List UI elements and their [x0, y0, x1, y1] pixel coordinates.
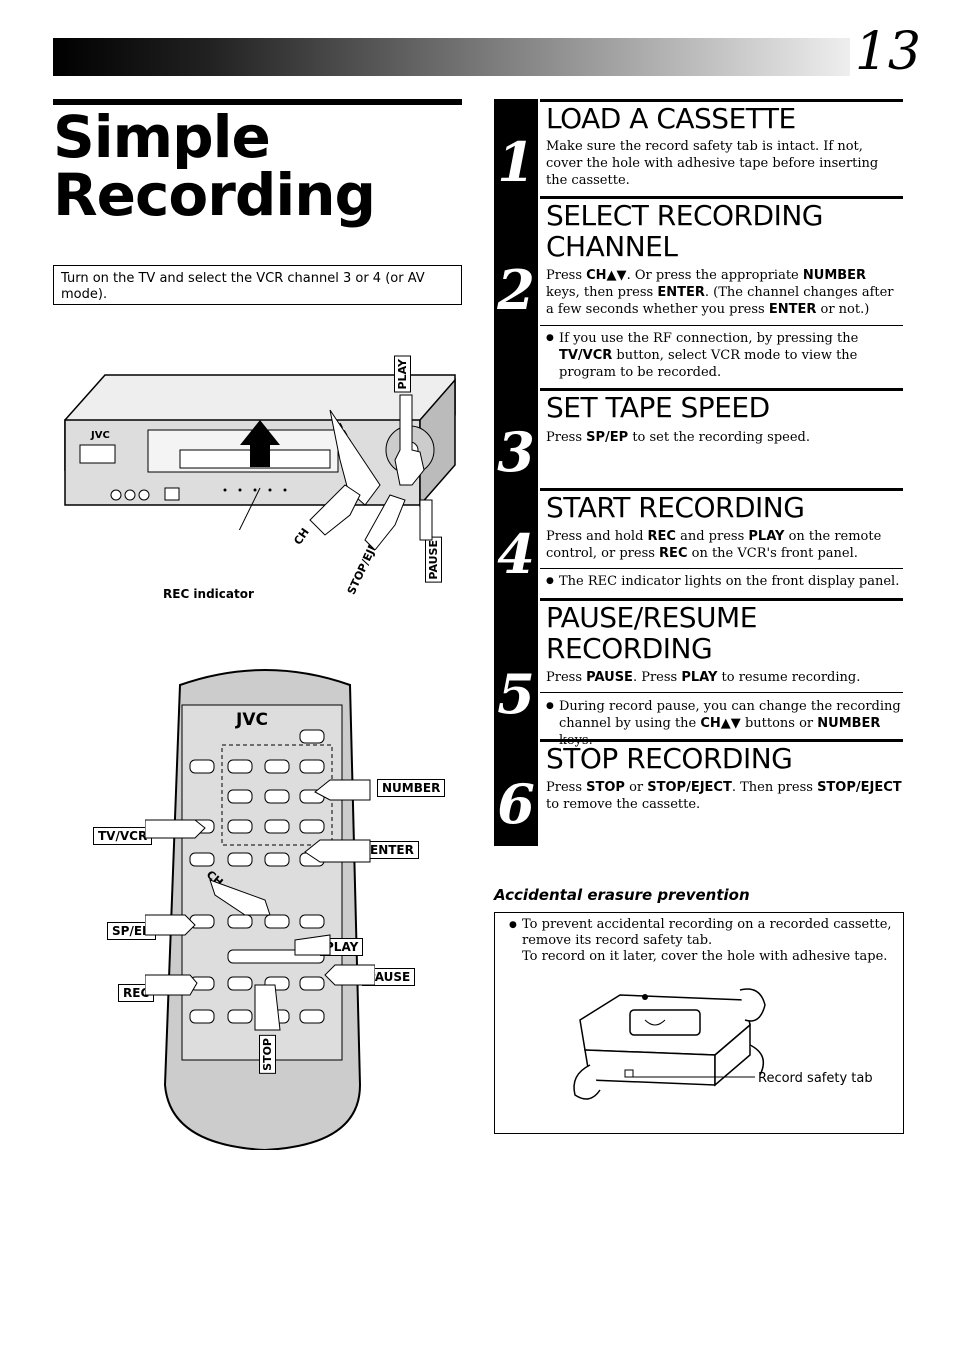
step-1-number: 1 [497, 130, 535, 194]
step-2-body: Press CH▲▼. Or press the appropriate NUM… [546, 268, 894, 317]
accidental-erasure-line-2: To record on it later, cover the hole wi… [522, 949, 888, 964]
vcr-hands [309, 394, 433, 550]
record-safety-tab-label: Record safety tab [758, 1071, 873, 1086]
step-4-note: The REC indicator lights on the front di… [546, 573, 902, 590]
step-5-title-line-1: PAUSE/RESUME [546, 601, 757, 634]
step-4-number: 4 [497, 522, 535, 586]
cassette-illustration [573, 988, 766, 1100]
accidental-erasure-line-1: To prevent accidental recording on a rec… [522, 917, 892, 948]
step-5-body: Press PAUSE. Press PLAY to resume record… [546, 670, 861, 685]
title-line-2: Recording [53, 161, 376, 229]
step-2-rule [540, 196, 903, 199]
remote-number-label: NUMBER [377, 779, 446, 797]
step-2-title-line-1: SELECT RECORDING [546, 199, 823, 232]
step-1-rule [540, 99, 903, 102]
step-4-note-rule [540, 568, 903, 569]
rec-indicator-label: REC indicator [163, 587, 254, 601]
step-5-title: PAUSE/RESUME RECORDING [546, 602, 757, 664]
step-3-body: Press SP/EP to set the recording speed. [546, 430, 811, 445]
step-4-body: Press and hold REC and press PLAY on the… [546, 529, 882, 561]
page-title: Simple Recording [53, 103, 376, 229]
page-number: 13 [854, 22, 921, 82]
accidental-erasure-box [494, 912, 904, 1134]
remote-hands [145, 779, 375, 1031]
step-6-body: Press STOP or STOP/EJECT. Then press STO… [546, 780, 902, 812]
step-1-title: LOAD A CASSETTE [546, 102, 796, 135]
steps-number-column [494, 99, 538, 846]
step-2-note-rule [540, 325, 903, 326]
remote-sp-ep-label: SP/EP [107, 922, 156, 940]
title-rule [53, 99, 462, 105]
remote-brand-logo: JVC [236, 710, 268, 730]
remote-pause-label: PAUSE [362, 968, 416, 986]
intro-note: Turn on the TV and select the VCR channe… [53, 265, 462, 305]
remote-stop-label: STOP [259, 1035, 276, 1074]
step-6-title: STOP RECORDING [546, 742, 793, 775]
step-5-note: During record pause, you can change the … [546, 698, 902, 749]
step-4-rule [540, 488, 903, 491]
step-5-note-rule [540, 692, 903, 693]
remote-enter-label: ENTER [365, 841, 419, 859]
step-6-number: 6 [497, 772, 535, 836]
remote-play-label: PLAY [320, 938, 364, 956]
accidental-erasure-title: Accidental erasure prevention [494, 886, 750, 904]
vcr-play-label: PLAY [394, 356, 411, 393]
step-2-title: SELECT RECORDING CHANNEL [546, 200, 823, 262]
step-3-title: SET TAPE SPEED [546, 391, 770, 424]
step-6-rule [540, 739, 903, 742]
step-4-title: START RECORDING [546, 491, 805, 524]
step-3-rule [540, 388, 903, 391]
step-2-note: If you use the RF connection, by pressin… [546, 330, 902, 381]
vcr-brand-logo: JVC [91, 430, 110, 441]
step-3-number: 3 [497, 420, 535, 484]
step-5-title-line-2: RECORDING [546, 632, 713, 665]
step-5-number: 5 [497, 662, 535, 726]
step-5-rule [540, 598, 903, 601]
remote-tv-vcr-label: TV/VCR [93, 827, 153, 845]
step-2-title-line-2: CHANNEL [546, 230, 678, 263]
accidental-erasure-text: To prevent accidental recording on a rec… [509, 917, 892, 965]
title-line-1: Simple [53, 103, 271, 171]
step-2-number: 2 [497, 258, 535, 322]
step-1-body: Make sure the record safety tab is intac… [546, 139, 879, 188]
header-bar [53, 38, 850, 76]
